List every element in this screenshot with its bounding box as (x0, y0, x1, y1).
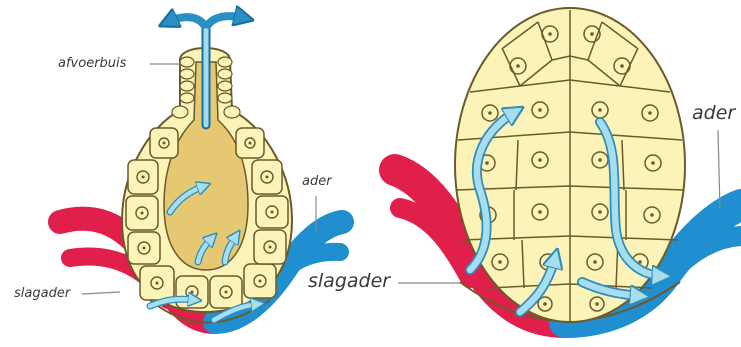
endocrine-gland (395, 8, 741, 322)
leader-slagader-left (82, 292, 120, 294)
label-ader-right: ader (692, 102, 735, 124)
label-afvoerbuis: afvoerbuis (58, 56, 126, 71)
label-slagader-right: slagader (308, 270, 390, 292)
label-ader-left: ader (302, 174, 332, 189)
label-slagader-left: slagader (14, 286, 70, 301)
leader-ader-right (718, 130, 720, 210)
